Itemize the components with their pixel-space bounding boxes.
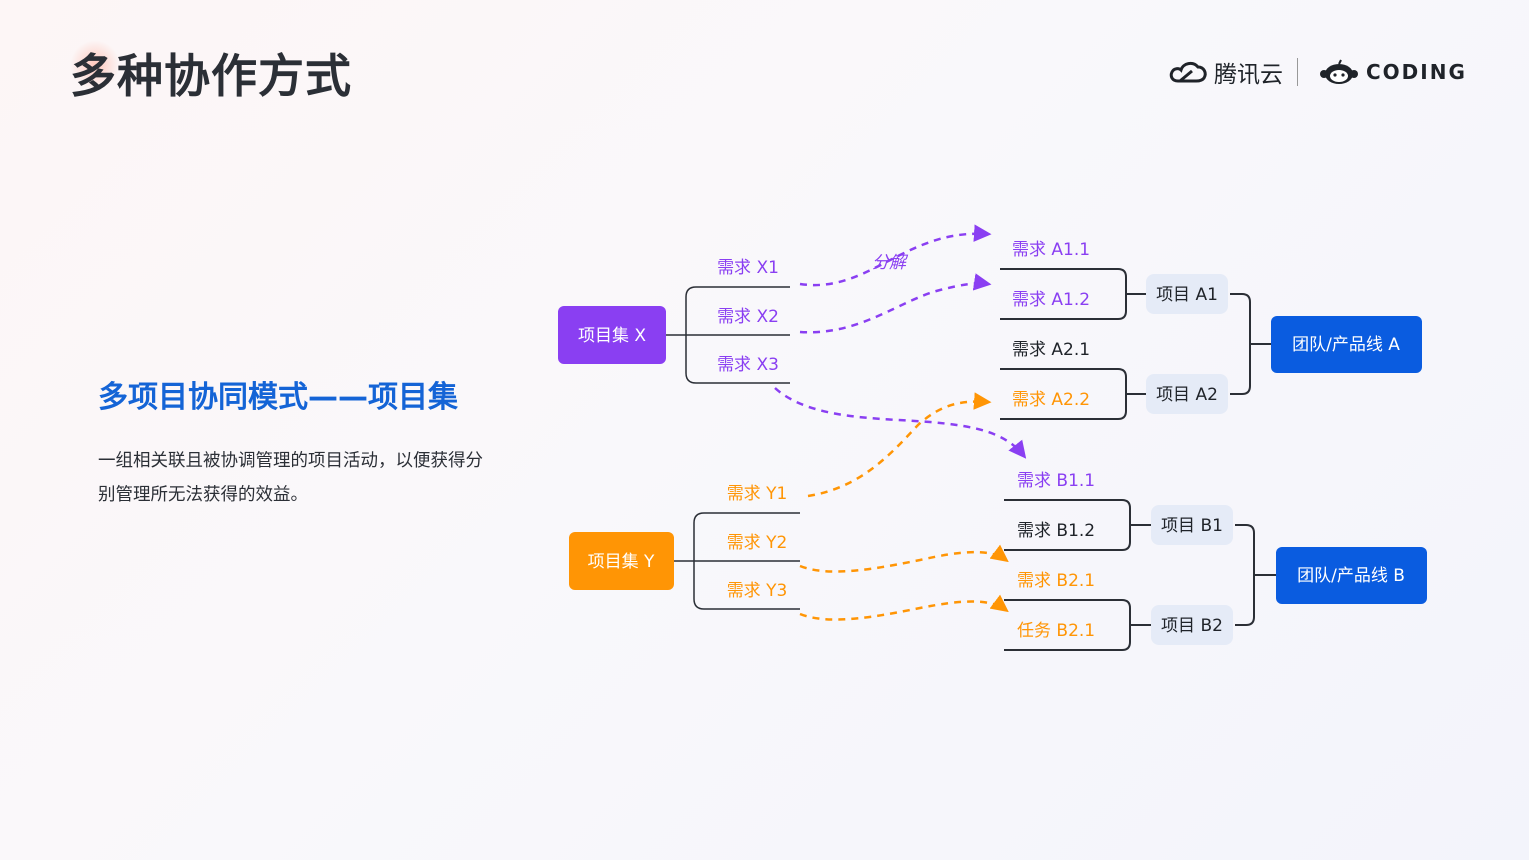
decompose-arrows-x: [774, 224, 1027, 459]
team-a-bracket: [1230, 293, 1271, 395]
arrow-x2-to-a1-2: [799, 273, 992, 334]
req-b1-1[interactable]: 需求 B1.1: [1017, 471, 1095, 491]
project-b2-label: 项目 B2: [1161, 616, 1223, 636]
arrow-y2-to-b2-1: [799, 544, 1009, 573]
req-a2-1[interactable]: 需求 A2.1: [1012, 340, 1090, 360]
section-body: 一组相关联且被协调管理的项目活动，以便获得分别管理所无法获得的效益。: [98, 451, 483, 505]
program-x-node[interactable]: [558, 306, 666, 364]
page-title: 多种协作方式: [70, 49, 352, 103]
project-a2-pill[interactable]: [1146, 374, 1228, 414]
project-a-group: 需求 A1.1 需求 A1.2 项目 A1 需求 A2.1 需求 A2.2 项目…: [1000, 240, 1422, 420]
project-b1-label: 项目 B1: [1161, 516, 1223, 536]
req-x1[interactable]: 需求 X1: [717, 258, 779, 278]
brand-coding: CODING: [1318, 54, 1467, 90]
coding-monkey-icon: [1320, 59, 1358, 84]
team-b-label: 团队/产品线 B: [1297, 566, 1405, 586]
project-a2-label: 项目 A2: [1156, 385, 1218, 405]
project-b-group: 需求 B1.1 需求 B1.2 项目 B1 需求 B2.1 任务 B2.1 项目…: [1004, 471, 1427, 651]
req-x3[interactable]: 需求 X3: [717, 355, 779, 375]
req-y2[interactable]: 需求 Y2: [727, 533, 788, 553]
project-a1-pill[interactable]: [1146, 274, 1228, 314]
program-y-group: 项目集 Y 需求 Y1 需求 Y2 需求 Y3: [569, 484, 800, 610]
brand-coding-label: CODING: [1366, 60, 1467, 84]
project-b2-pill[interactable]: [1151, 605, 1233, 645]
project-b2-bracket: [1004, 599, 1151, 651]
program-y-label: 项目集 Y: [588, 552, 655, 572]
project-a1-label: 项目 A1: [1156, 285, 1218, 305]
brand-tencent: 腾讯云: [1168, 54, 1283, 90]
arrow-y3-to-task-b2-1: [799, 594, 1009, 621]
program-x-group: 项目集 X 需求 X1 需求 X2 需求 X3: [558, 258, 790, 384]
project-a1-bracket: [1000, 268, 1146, 320]
req-b1-2[interactable]: 需求 B1.2: [1017, 521, 1095, 541]
tencent-cloud-icon: [1169, 61, 1207, 83]
title-glow: [70, 40, 120, 90]
program-x-connector: [666, 286, 790, 384]
project-a2-bracket: [1000, 368, 1146, 420]
team-a-label: 团队/产品线 A: [1292, 335, 1400, 355]
req-y1[interactable]: 需求 Y1: [727, 484, 788, 504]
decompose-label: 分解: [872, 253, 909, 273]
decompose-arrows-y: [799, 392, 1009, 621]
req-a1-1[interactable]: 需求 A1.1: [1012, 240, 1090, 260]
task-b2-1[interactable]: 任务 B2.1: [1017, 621, 1095, 641]
program-y-connector: [674, 512, 800, 610]
brand-tencent-label: 腾讯云: [1214, 62, 1283, 88]
team-b-bracket: [1235, 524, 1276, 626]
req-y3[interactable]: 需求 Y3: [727, 581, 788, 601]
req-a2-2[interactable]: 需求 A2.2: [1012, 390, 1090, 410]
section-heading: 多项目协同模式——项目集: [98, 380, 458, 415]
brand-divider: [1297, 58, 1298, 86]
arrow-x1-to-a1-1: [799, 224, 992, 287]
team-a-node[interactable]: [1271, 316, 1422, 373]
arrow-x3-to-b1-1: [774, 387, 1027, 459]
program-x-label: 项目集 X: [578, 326, 646, 346]
team-b-node[interactable]: [1276, 547, 1427, 604]
req-a1-2[interactable]: 需求 A1.2: [1012, 290, 1090, 310]
project-b1-bracket: [1004, 499, 1151, 551]
req-x2[interactable]: 需求 X2: [717, 307, 779, 327]
req-b2-1[interactable]: 需求 B2.1: [1017, 571, 1095, 591]
arrow-y1-to-a2-2: [807, 392, 992, 498]
project-b1-pill[interactable]: [1151, 505, 1233, 545]
program-y-node[interactable]: [569, 532, 674, 590]
